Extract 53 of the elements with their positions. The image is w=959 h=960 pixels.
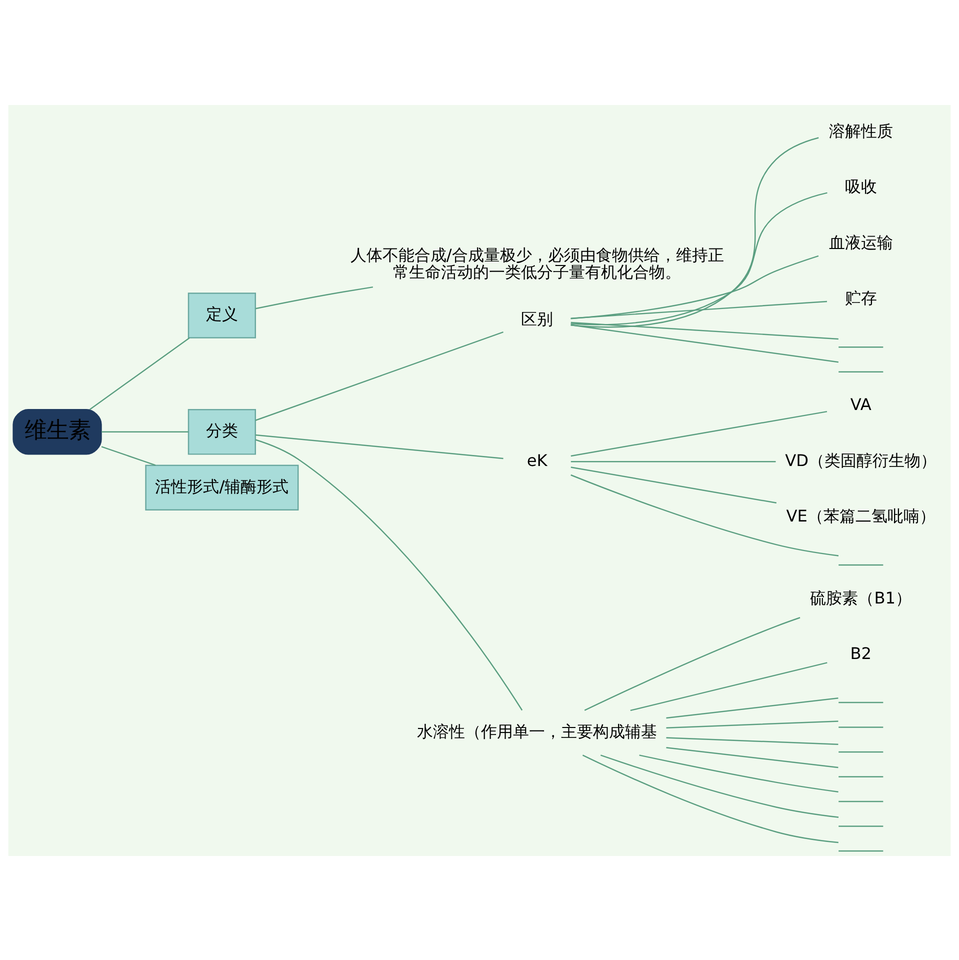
connector — [570, 254, 819, 319]
connector — [666, 720, 838, 728]
node-text: VD（类固醇衍生物） — [785, 450, 937, 470]
node-text: 贮存 — [844, 288, 877, 308]
connector — [102, 430, 188, 432]
node-line — [838, 825, 884, 826]
node-line — [838, 750, 884, 752]
connector — [255, 286, 373, 309]
node-text: eK — [526, 450, 548, 470]
node-line — [838, 800, 884, 802]
connector — [666, 746, 838, 768]
node-text: 硫胺素（B1） — [810, 588, 912, 607]
connector — [570, 192, 828, 325]
node-text: 溶解性质 — [828, 120, 893, 140]
connector — [255, 438, 523, 710]
node-text: VE（苯篇二氢吡喃） — [786, 506, 936, 526]
node-box: 维生素 — [12, 408, 102, 454]
node-text: 吸收 — [844, 176, 877, 196]
node-text: VA — [850, 394, 872, 414]
connector — [570, 136, 819, 328]
connector — [584, 616, 800, 710]
connector — [582, 754, 838, 843]
connector — [570, 474, 839, 556]
node-line — [838, 776, 884, 777]
connector — [630, 662, 828, 711]
node-line — [838, 726, 884, 728]
connector — [570, 300, 828, 318]
connector — [666, 736, 838, 744]
connector — [101, 446, 156, 466]
node-line — [838, 370, 884, 372]
connector — [89, 336, 190, 410]
node-text: 区别 — [521, 309, 554, 328]
node-text: 水溶性（作用单一，主要构成辅基 — [417, 722, 658, 741]
node-text: 人体不能合成/合成量极少，必须由食物供给，维持正常生命活动的一类低分子量有机化合物。 — [350, 244, 724, 282]
connector — [255, 330, 504, 420]
node-line — [838, 346, 884, 348]
node-box: 定义 — [188, 292, 256, 338]
connector — [570, 321, 838, 340]
connector — [570, 324, 838, 362]
node-line — [838, 701, 884, 703]
connector — [600, 754, 839, 818]
node-box: 活性形式/辅酶形式 — [145, 464, 299, 510]
connector — [570, 460, 776, 462]
connector — [570, 410, 828, 456]
node-line — [838, 564, 884, 566]
node-text: B2 — [850, 643, 872, 662]
connector — [666, 697, 838, 718]
node-box: 分类 — [188, 408, 256, 454]
connector — [570, 466, 777, 504]
node-text: 血液运输 — [828, 232, 893, 252]
connector — [255, 434, 504, 459]
node-line — [838, 850, 884, 852]
connector — [639, 754, 838, 792]
